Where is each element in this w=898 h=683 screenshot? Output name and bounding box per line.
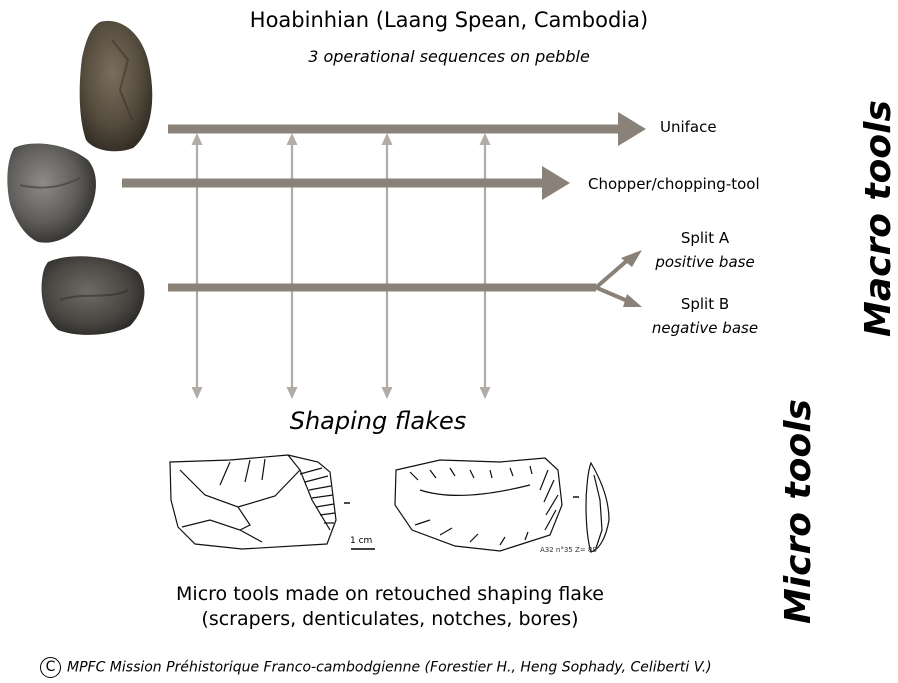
- chopper-stone-image: [7, 144, 96, 243]
- micro-tools-label: Micro tools: [778, 404, 822, 624]
- split-b-label: Split B: [640, 295, 770, 313]
- double-arrow-1: [192, 133, 203, 399]
- split-a-label: Split A: [640, 229, 770, 247]
- uniface-label: Uniface: [660, 118, 717, 136]
- macro-tools-label: Macro tools: [858, 127, 898, 337]
- split-arrow: [168, 250, 642, 307]
- micro-description-line2: (scrapers, denticulates, notches, bores): [0, 608, 780, 630]
- flake-profile-drawing: [586, 463, 609, 552]
- double-arrow-3: [382, 133, 393, 399]
- flake-link-arrows: [192, 133, 491, 399]
- split-a-sublabel: positive base: [640, 253, 770, 271]
- flake-drawing-1: [170, 455, 336, 549]
- flake-drawing-2: [395, 458, 562, 551]
- copyright-icon: C: [40, 657, 61, 678]
- uniface-arrow: [168, 112, 646, 146]
- credit-line: C MPFC Mission Préhistorique Franco-cambo…: [40, 657, 712, 678]
- shaping-flakes-label: Shaping flakes: [0, 407, 756, 435]
- scale-label: 1 cm: [350, 536, 372, 546]
- uniface-stone-image: [80, 21, 153, 151]
- split-stone-image: [42, 256, 145, 335]
- chopper-arrow: [122, 166, 570, 200]
- split-b-sublabel: negative base: [640, 319, 770, 337]
- double-arrow-4: [480, 133, 491, 399]
- micro-description-line1: Micro tools made on retouched shaping fl…: [0, 583, 780, 605]
- catalog-label: A32 n°35 Z= 88: [540, 546, 597, 554]
- credit-text: MPFC Mission Préhistorique Franco-cambod…: [67, 660, 712, 676]
- chopper-label: Chopper/chopping-tool: [588, 175, 760, 193]
- double-arrow-2: [287, 133, 298, 399]
